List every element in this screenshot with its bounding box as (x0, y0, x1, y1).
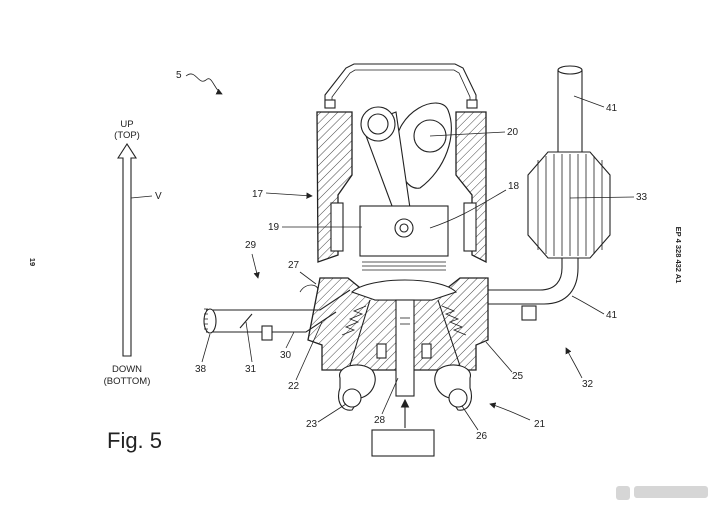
catalytic-converter (527, 151, 611, 259)
actuator-box (371, 429, 435, 457)
up-paren-label: (TOP) (114, 130, 140, 141)
bolt-icon (324, 99, 336, 109)
throttle-valve (239, 313, 253, 329)
lambda-sensor (521, 305, 537, 321)
intake-pipe (206, 289, 351, 333)
figure-caption: Fig. 5 (107, 428, 162, 453)
ref-41-bottom: 41 (606, 310, 618, 321)
reference-numerals: 5 17 19 20 18 41 33 41 32 21 29 27 38 31… (176, 70, 648, 442)
down-paren-label: (BOTTOM) (104, 376, 151, 387)
ref-26: 26 (476, 431, 488, 442)
patent-number: EP 4 328 432 A1 (674, 227, 683, 284)
exhaust-pipe (488, 250, 579, 305)
cooling-channel (463, 202, 477, 252)
exhaust-outlet-pipe (557, 70, 583, 152)
axis-leader-line (130, 195, 153, 199)
ref-5: 5 (176, 70, 182, 81)
combustion-chamber (350, 279, 458, 301)
up-arrow-icon (116, 142, 138, 357)
engine-block (316, 111, 353, 263)
ref-25: 25 (512, 371, 524, 382)
intake-camshaft (342, 388, 362, 408)
ref-31: 31 (245, 364, 257, 375)
engine-drawing (203, 63, 611, 457)
ref-28: 28 (374, 415, 386, 426)
ref-17: 17 (252, 189, 264, 200)
ref-30: 30 (280, 350, 292, 361)
page-number: 19 (28, 258, 37, 266)
ref-33: 33 (636, 192, 648, 203)
exhaust-camshaft (448, 388, 468, 408)
ref-18: 18 (508, 181, 520, 192)
intake-opening (203, 308, 217, 334)
ref-22: 22 (288, 381, 300, 392)
watermark-logo (616, 486, 708, 500)
ref-20: 20 (507, 127, 519, 138)
ref-27: 27 (288, 260, 300, 271)
valve-spring-right (441, 305, 467, 336)
engine-block-right (455, 111, 487, 264)
bolt-icon (466, 99, 478, 109)
sensor (261, 325, 273, 341)
ref-21: 21 (534, 419, 546, 430)
injector (395, 299, 415, 397)
ref-23: 23 (306, 419, 318, 430)
ref-29: 29 (245, 240, 257, 251)
ref-41-top: 41 (606, 103, 618, 114)
direction-indicator: UP (TOP) V DOWN (BOTTOM) (104, 119, 162, 387)
ref-32: 32 (582, 379, 594, 390)
up-label: UP (120, 119, 133, 130)
ref-19: 19 (268, 222, 280, 233)
ref-38: 38 (195, 364, 207, 375)
valve-spring-left (341, 305, 367, 336)
down-label: DOWN (112, 364, 142, 375)
axis-label-v: V (155, 191, 162, 202)
crankcase-cover (324, 63, 477, 108)
crank-web (394, 102, 452, 189)
